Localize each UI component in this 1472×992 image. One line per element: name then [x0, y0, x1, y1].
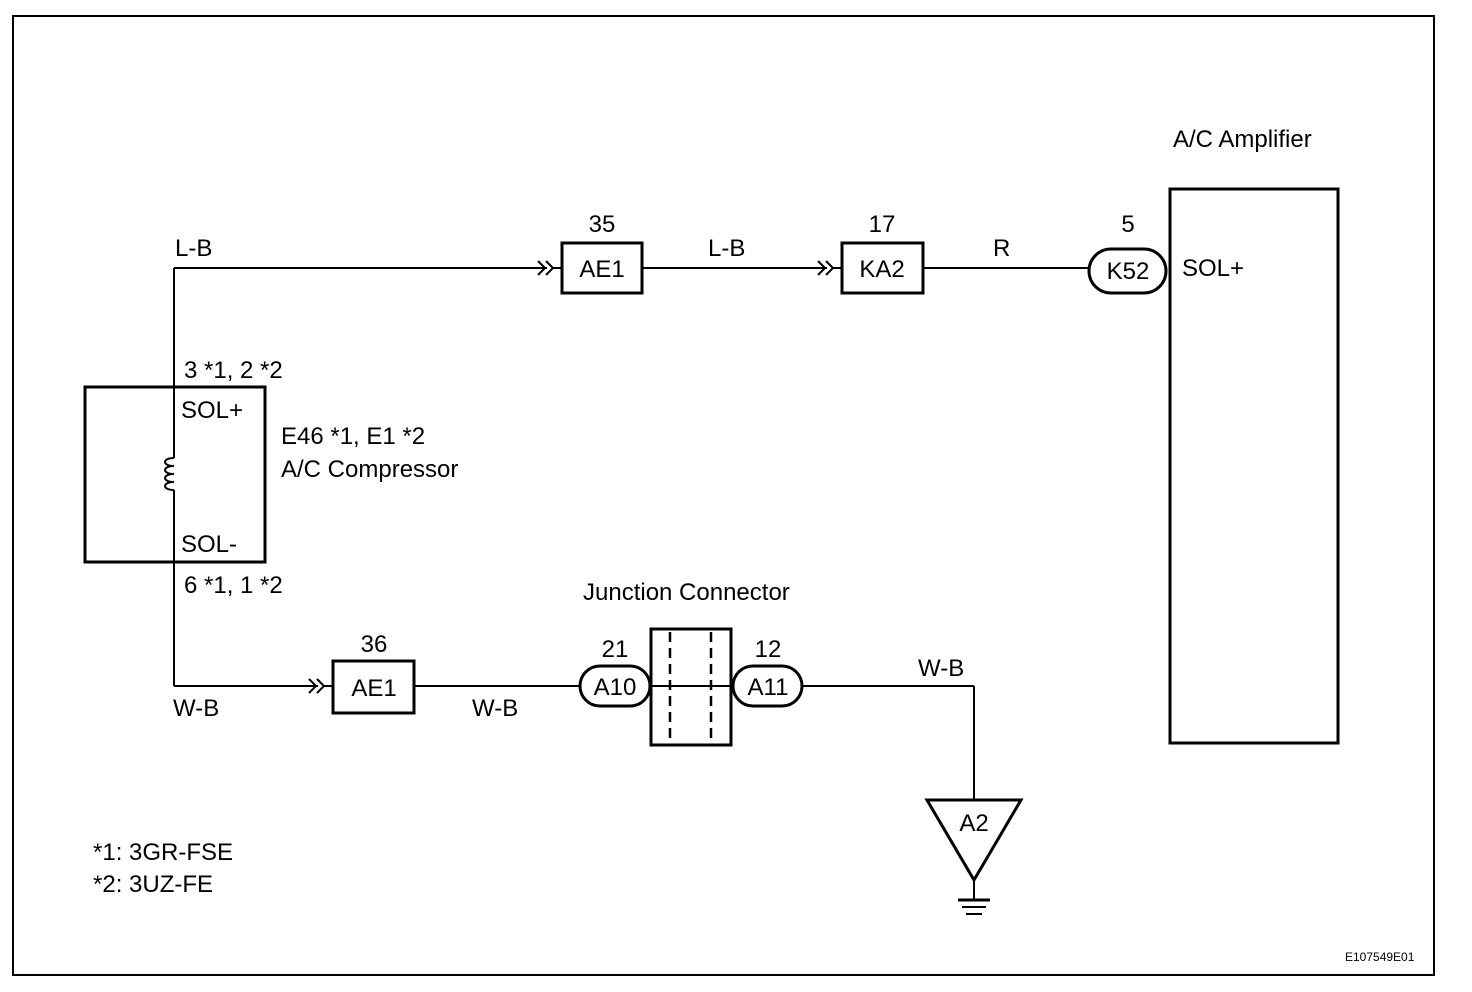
connector-right-label: A11 [748, 674, 789, 701]
compressor-bottom-terminal: SOL- [181, 531, 237, 558]
amplifier-connector: K52 [1087, 247, 1168, 295]
connector-left: A10 [578, 664, 652, 708]
connector-left-pin: 21 [602, 636, 629, 663]
ground-icon [958, 880, 990, 915]
upper-junction-1-box [560, 241, 644, 295]
upper-wire-3-color: R [993, 235, 1010, 262]
amplifier-title: A/C Amplifier [1173, 126, 1312, 153]
upper-junction-2-pin: 17 [869, 211, 896, 238]
lower-junction-1-pin: 36 [361, 631, 388, 658]
junction-connector-title: Junction Connector [583, 579, 790, 606]
amplifier-connector-label: K52 [1107, 258, 1150, 285]
diagram-frame [12, 15, 1435, 976]
connector-right: A11 [731, 664, 804, 708]
junction-connector-block [649, 627, 733, 747]
upper-wire-2-color: L-B [708, 235, 745, 262]
compressor-name: A/C Compressor [281, 456, 458, 483]
compressor-top-pin: 3 *1, 2 *2 [184, 357, 283, 384]
compressor-connector-id: E46 *1, E1 *2 [281, 423, 425, 450]
lower-wire-3-color: W-B [918, 655, 964, 682]
amplifier-pin-number: 5 [1121, 211, 1134, 238]
connector-left-label: A10 [594, 674, 637, 701]
connector-right-pin: 12 [755, 636, 782, 663]
note-2: *2: 3UZ-FE [93, 871, 213, 898]
lower-wire-1-color: W-B [173, 695, 219, 722]
amplifier-terminal-label: SOL+ [1182, 255, 1244, 282]
figure-id: E107549E01 [1345, 950, 1415, 964]
note-1: *1: 3GR-FSE [93, 839, 233, 866]
upper-junction-1-pin: 35 [589, 211, 616, 238]
compressor-bottom-pin: 6 *1, 1 *2 [184, 572, 283, 599]
upper-junction-1-label: AE1 [579, 256, 624, 283]
upper-junction-2-label: KA2 [859, 256, 904, 283]
amplifier-box [1168, 187, 1340, 745]
lower-junction-1-label: AE1 [351, 675, 396, 702]
compressor-top-terminal: SOL+ [181, 397, 243, 424]
ground-point: A2 [924, 798, 1024, 883]
solenoid-coil-icon [164, 457, 175, 491]
upper-junction-2-box [840, 241, 925, 295]
ground-label: A2 [959, 810, 988, 837]
lower-wire-2-color: W-B [472, 695, 518, 722]
upper-wire-1-color: L-B [175, 235, 212, 262]
